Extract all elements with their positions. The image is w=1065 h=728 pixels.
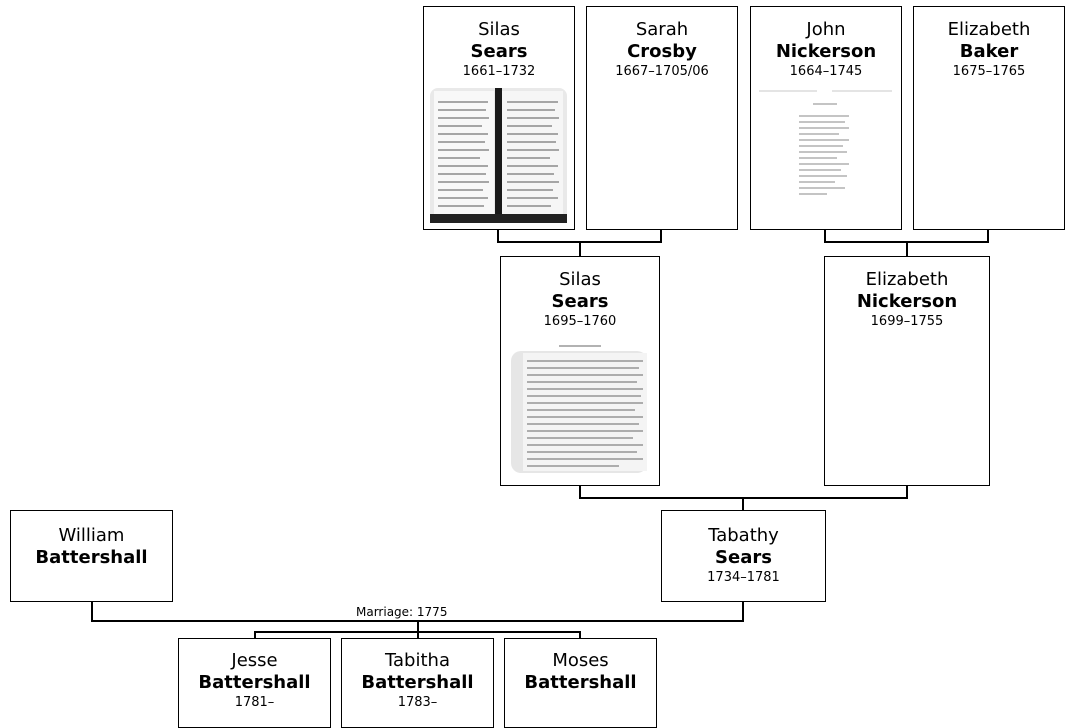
life-dates: 1781– [234, 695, 275, 710]
person-card-elizabeth-baker[interactable]: Elizabeth Baker 1675–1765 [913, 6, 1065, 230]
marriage-label: Marriage: 1775 [354, 605, 450, 619]
person-card-sarah-crosby[interactable]: Sarah Crosby 1667–1705/06 [586, 6, 738, 230]
person-card-william-battershall[interactable]: William Battershall [10, 510, 173, 602]
surname: Battershall [35, 547, 148, 568]
given-name: Sarah [635, 19, 689, 40]
given-name: Elizabeth [865, 269, 949, 290]
surname: Nickerson [775, 41, 877, 62]
surname: Battershall [361, 672, 474, 693]
person-card-elizabeth-nickerson[interactable]: Elizabeth Nickerson 1699–1755 [824, 256, 990, 486]
person-card-tabathy-sears[interactable]: Tabathy Sears 1734–1781 [661, 510, 826, 602]
surname: Nickerson [856, 291, 958, 312]
life-dates: 1699–1755 [870, 314, 944, 329]
surname: Sears [715, 547, 772, 568]
life-dates: 1661–1732 [462, 64, 536, 79]
life-dates: 1667–1705/06 [615, 64, 709, 79]
given-name: Silas [559, 269, 601, 290]
given-name: Tabathy [708, 525, 779, 546]
surname: Baker [959, 41, 1019, 62]
person-card-john-nickerson[interactable]: John Nickerson 1664–1745 [750, 6, 902, 230]
person-card-moses-battershall[interactable]: Moses Battershall [504, 638, 657, 728]
given-name: Elizabeth [947, 19, 1031, 40]
document-scan-image[interactable] [757, 88, 894, 208]
surname: Sears [551, 291, 609, 312]
surname: Sears [470, 41, 528, 62]
document-scan-image[interactable] [430, 88, 567, 223]
surname: Crosby [627, 41, 697, 62]
life-dates: 1664–1745 [789, 64, 863, 79]
surname: Battershall [198, 672, 311, 693]
given-name: John [806, 19, 846, 40]
life-dates: 1734–1781 [707, 570, 780, 585]
person-card-silas-sears-1661[interactable]: Silas Sears 1661–1732 [423, 6, 575, 230]
given-name: Jesse [231, 650, 278, 671]
life-dates: 1695–1760 [543, 314, 617, 329]
given-name: William [58, 525, 125, 546]
life-dates: 1675–1765 [952, 64, 1026, 79]
person-card-tabitha-battershall[interactable]: Tabitha Battershall 1783– [341, 638, 494, 728]
given-name: Tabitha [385, 650, 450, 671]
given-name: Moses [552, 650, 609, 671]
person-card-silas-sears-1695[interactable]: Silas Sears 1695–1760 [500, 256, 660, 486]
given-name: Silas [478, 19, 520, 40]
surname: Battershall [524, 672, 637, 693]
document-scan-image[interactable] [509, 341, 650, 477]
person-card-jesse-battershall[interactable]: Jesse Battershall 1781– [178, 638, 331, 728]
life-dates: 1783– [397, 695, 438, 710]
